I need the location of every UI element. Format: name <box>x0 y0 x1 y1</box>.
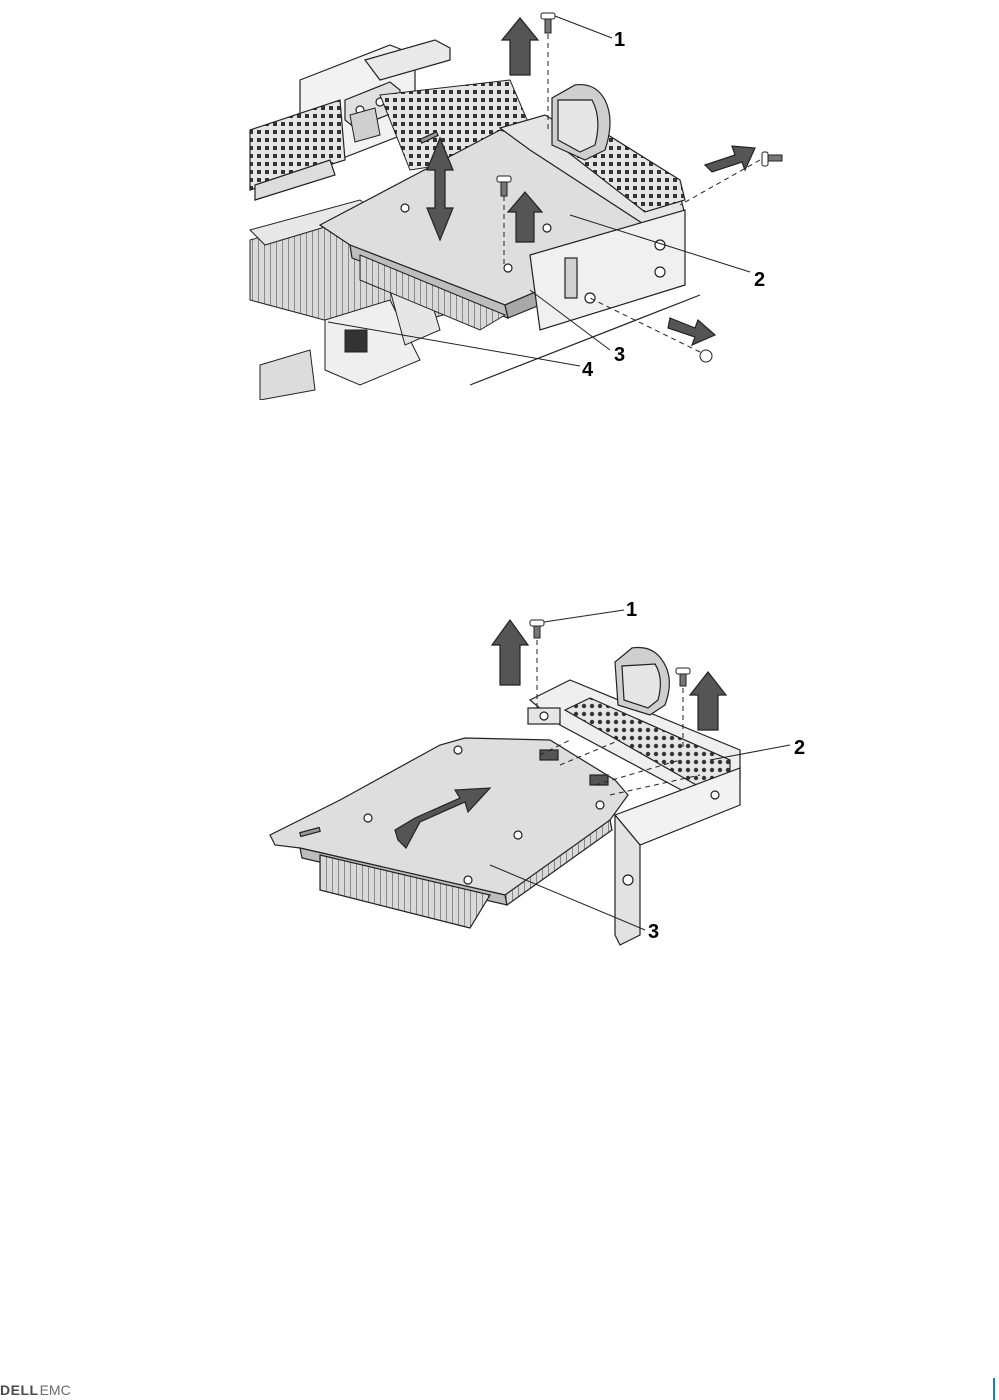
callout-2: 2 <box>754 270 765 290</box>
logo-emc: EMC <box>40 1382 71 1398</box>
illustration-1-drawing <box>240 0 800 400</box>
callout-2: 2 <box>794 738 805 758</box>
bracket-handle <box>615 648 669 716</box>
page-edge-rule <box>993 1378 995 1400</box>
module-plate <box>270 738 628 928</box>
callout-4: 4 <box>582 360 593 380</box>
removal-illustration-installed: 1 2 3 4 <box>240 0 800 400</box>
dell-emc-logo: DELL EMC <box>0 1380 71 1400</box>
logo-dell: DELL <box>0 1382 39 1398</box>
callout-1: 1 <box>626 600 637 620</box>
removal-illustration-separated: 1 2 3 <box>260 590 820 950</box>
callout-3: 3 <box>614 345 625 365</box>
module-handle <box>552 85 610 160</box>
illustration-2-drawing <box>260 590 820 950</box>
callout-3: 3 <box>648 922 659 942</box>
callout-1: 1 <box>614 30 625 50</box>
